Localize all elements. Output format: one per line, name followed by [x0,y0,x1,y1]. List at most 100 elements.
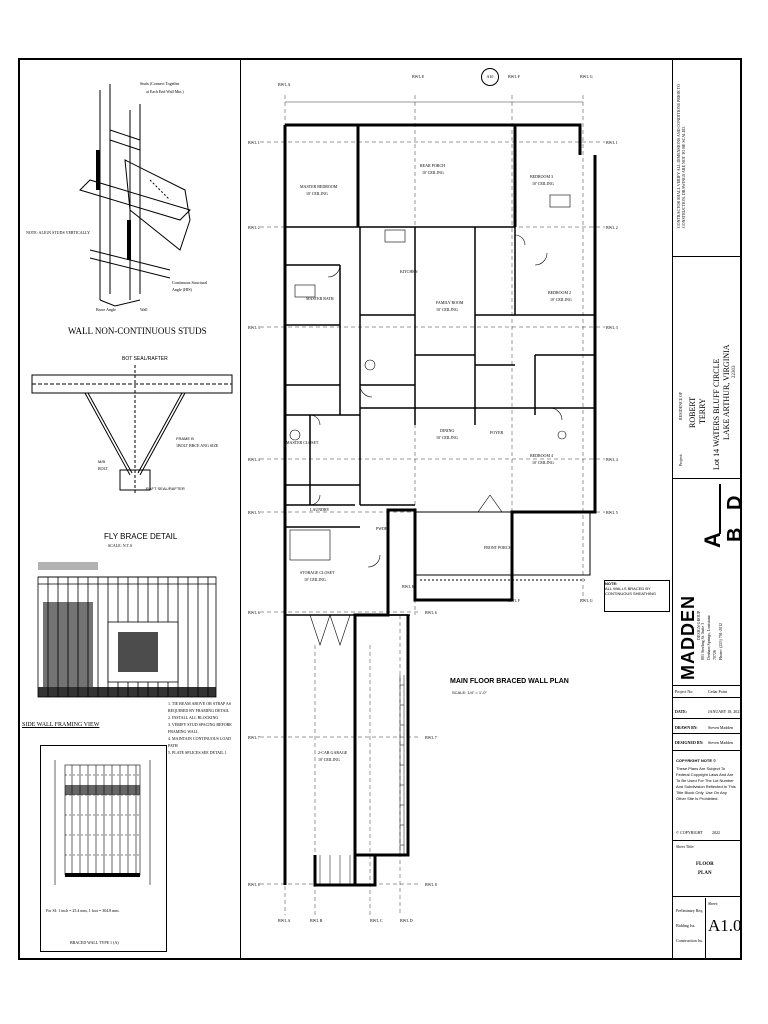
tb-rule [673,750,740,751]
room-storage-closet-ceiling: 10' CEILING [304,577,326,582]
plan-title: MAIN FLOOR BRACED WALL PLAN [450,678,569,685]
sheet-title-line-1: FLOOR [696,862,714,867]
room-bedroom-2: BEDROOM 2 [548,290,572,295]
fly-brace-bolt-sub: BOLT [98,466,109,471]
grid-label-left: BWL 2 [248,225,260,230]
note-body: ALL WALLS BRACED BY CONTINUOUS SHEATHING [605,586,657,596]
drawn-by-label: DRAWN BY: [675,725,698,730]
room-master-bedroom: MASTER BEDROOM [300,184,338,189]
firm-address-2: Denham Springs, Louisiana [706,615,711,660]
fly-brace-frame-label: FRAME B [176,436,194,441]
grid-label-right: BWL 2 [606,225,618,230]
owner-line-2: TERRY [698,398,707,424]
room-rear-porch-ceiling: 10' CEILING [422,170,444,175]
callout-wall: Wall [140,307,148,312]
tb-rule [673,685,740,686]
copyright-body: These Plans Are Subject To Federal Copyr… [676,766,736,801]
side-wall-title: SIDE WALL FRAMING VIEW [22,722,100,728]
side-wall-note: 4. MAINTAIN CONTINUOUS LOAD PATH [168,736,232,748]
grid-label-left: BWL 3 [248,325,260,330]
room-bedroom-2-ceiling: 10' CEILING [550,297,572,302]
sheet-title-label: Sheet Title: [676,844,695,849]
copyright-title: COPYRIGHT NOTE © [676,758,717,763]
sheet-title-line-2: PLAN [698,871,712,876]
grid-label-mid: BWL F [508,598,520,603]
side-wall-note: 3. VERIFY STUD SPACING BEFORE FRAMING WA… [168,722,232,734]
room-kitchen: KITCHEN [400,269,418,274]
braced-wall-title: BRACED WALL TYPE 1 (A) [70,940,119,945]
room-dining: DINING [440,428,455,433]
tb-rule [673,840,740,841]
grid-label-top: BWL E [412,74,425,79]
callout-brace-angle: Brace Angle [96,307,116,312]
issue-construction: Construction Iss. [676,938,704,943]
room-garage: 2-CAR GARAGE [318,750,348,755]
callout-continuous-structural: Continuous Structural [172,280,208,285]
fly-brace-drawing [31,365,233,495]
callout-studs-connect: Studs (Connect Together [140,81,180,86]
copyright-year: 2022 [712,830,720,835]
tb-rule [673,697,740,698]
designed-by-label: DESIGNED BY: [675,740,704,745]
residence-of-label: RESIDENCE OF [678,391,683,420]
grid-label-top: BWL F [508,74,520,79]
address-line-1: Lot 14 WATERS BLUFF CIRCLE [712,358,721,470]
side-wall-notes: 1. TIE BEAM ABOVE OR STRAP AS REQUIRED B… [168,700,238,756]
address-line-2: LAKE ARTHUR, VIRGINIA [722,344,731,440]
north-arrow: A10 [481,68,499,86]
tb-rule [673,718,740,719]
room-family-room-ceiling: 10' CEILING [436,307,458,312]
wall-detail-title: WALL NON-CONTINUOUS STUDS [68,326,207,336]
copyright-label: © COPYRIGHT [676,830,703,835]
fly-brace-frame-sub: 1BOLT BRCE ANG SIZE [176,443,219,448]
issue-bidding: Bidding Iss. [676,923,696,928]
side-wall-note: 1. TIE BEAM ABOVE OR STRAP AS REQUIRED B… [168,701,232,713]
room-laundry: LAUNDRY [310,507,330,512]
date-value: JANUARY 18, 2023 [708,709,742,714]
project-no-label: Project No: [675,689,694,694]
side-wall-note: 5. PLATE SPLICES SEE DETAIL 1 [168,750,227,755]
drawn-by-value: Steven Madden [708,725,733,730]
grid-label-bottom: BWL C [370,918,383,923]
braced-wall-note-box: NOTE: ALL WALLS BRACED BY CONTINUOUS SHE… [604,580,670,612]
room-bedroom-3: BEDROOM 3 [530,174,554,179]
grid-label-top: BWL G [580,74,593,79]
floor-plan-drawing [260,95,605,915]
grid-label-left: BWL 5 [248,510,260,515]
callout-align-studs: NOTE: ALIGN STUDS VERTICALLY [26,230,91,235]
fly-brace-scale: SCALE: N.T.S [108,543,133,548]
designed-by-value: Steven Madden [708,740,733,745]
grid-label-mid: BWL 7 [425,735,437,740]
room-family-room: FAMILY ROOM [436,300,464,305]
firm-address-3: 70726 [712,650,717,660]
sheet-no-label: Sheet: [708,901,718,906]
address-zip: 22303 [732,365,737,379]
tb-rule [673,896,740,897]
callout-each-end: at Each End Wall Min.) [146,89,184,94]
room-front-porch: FRONT PORCH [484,545,512,550]
project-label: Project: [678,453,683,466]
fly-brace-top-label: BOT SEAL/RAFTER [122,356,168,362]
owner-line-1: ROBERT [688,396,697,428]
plan-scale: SCALE: 1/4" = 1'-0" [452,690,487,695]
grid-label-mid: BWL 6 [425,610,437,615]
braced-wall-type-drawing [54,760,151,885]
tb-rule [673,256,740,257]
callout-angle: Angle (HIS) [172,287,192,292]
firm-logo-letter: D [724,495,746,510]
room-master-closet: MASTER CLOSET [286,440,319,445]
grid-label-mid: BWL E [402,584,415,589]
grid-label-left: BWL 8 [248,882,260,887]
tb-rule [673,733,740,734]
firm-phone: Phone: (225) 791-2012 [718,622,723,660]
grid-label-left: BWL 1 [248,140,260,145]
room-master-bath: MASTER BATH [306,296,334,301]
grid-label-top: BWL A [278,82,291,87]
room-bedroom-3-ceiling: 10' CEILING [532,181,554,186]
firm-logo-letter: A [700,532,725,548]
firm-address-1: 801 Sterling St. Suite 3 [700,622,705,660]
grid-label-right: BWL 4 [606,457,618,462]
room-bedroom-4: BEDROOM 4 [530,453,554,458]
title-block-divider [672,58,673,960]
side-wall-framing-drawing [37,562,217,698]
